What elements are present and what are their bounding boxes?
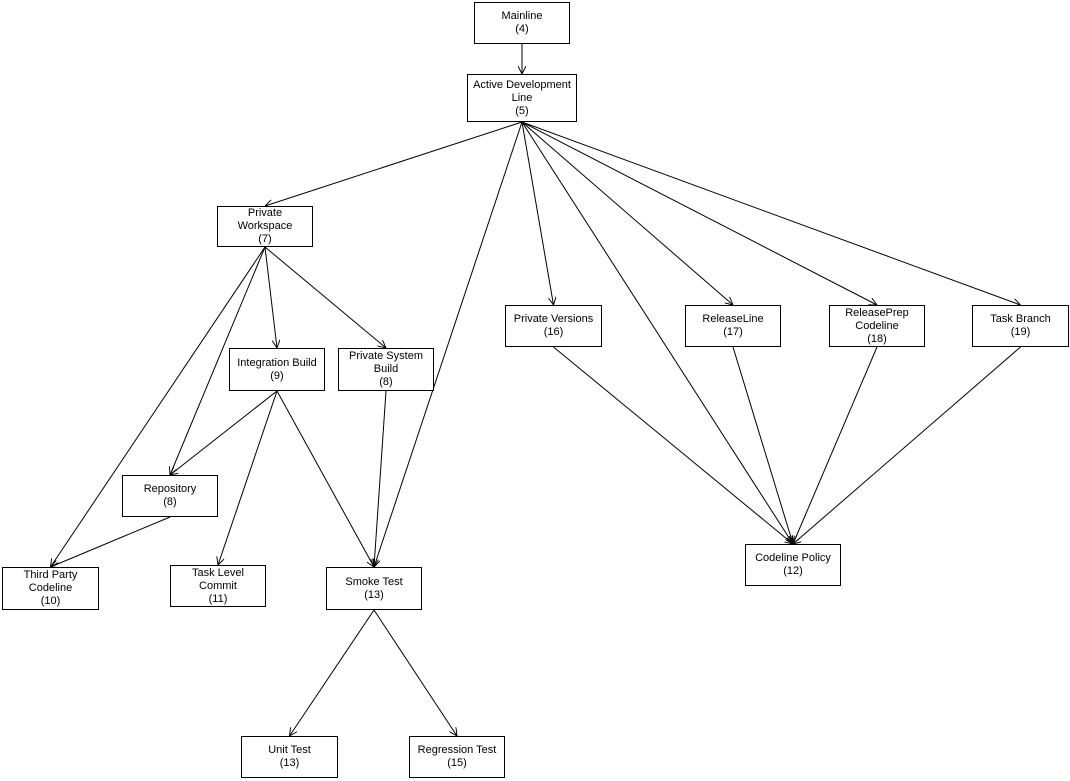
edge-private-workspace-to-repository xyxy=(170,246,266,475)
node-number: (13) xyxy=(279,757,300,769)
edge-active-dev-to-private-versions xyxy=(521,121,554,305)
node-number: (8) xyxy=(163,496,177,508)
node-releaseline: ReleaseLine(17) xyxy=(685,305,781,347)
node-label: Smoke Test xyxy=(345,575,403,588)
edge-private-workspace-to-private-system-build xyxy=(264,246,386,348)
node-number: (15) xyxy=(447,757,467,769)
node-label: Codeline Policy xyxy=(755,552,831,564)
edge-releaseline-to-codeline-policy xyxy=(732,346,793,544)
node-label: ReleasePrep Codeline xyxy=(845,306,909,332)
node-text: Private Versions(16) xyxy=(514,313,593,339)
edge-smoke-test-to-regression-test xyxy=(373,609,457,736)
node-private-system-build: Private System Build(8) xyxy=(338,348,434,391)
node-text: Unit Test(13) xyxy=(268,744,311,770)
edge-active-dev-to-releaseprep xyxy=(521,121,877,305)
node-text: Private System Build(8) xyxy=(349,350,423,389)
node-number: (10) xyxy=(40,595,61,607)
edge-active-dev-to-releaseline xyxy=(521,121,733,305)
node-number: (12) xyxy=(783,565,803,577)
edge-active-dev-to-smoke-test xyxy=(374,121,523,567)
node-number: (16) xyxy=(543,326,564,338)
node-active-dev: Active Development Line(5) xyxy=(467,74,577,122)
edge-group xyxy=(51,44,1021,736)
node-label: Task Branch xyxy=(990,313,1051,325)
node-releaseprep: ReleasePrep Codeline(18) xyxy=(829,305,925,347)
node-task-level-commit: Task Level Commit(11) xyxy=(170,565,266,607)
node-regression-test: Regression Test(15) xyxy=(409,736,505,778)
edge-smoke-test-to-unit-test xyxy=(290,609,375,736)
node-text: Repository(8) xyxy=(144,483,197,509)
node-unit-test: Unit Test(13) xyxy=(241,736,338,778)
edge-integration-build-to-task-level-commit xyxy=(218,390,278,565)
node-number: (9) xyxy=(270,369,284,382)
node-label: ReleaseLine xyxy=(702,313,764,325)
node-number: (18) xyxy=(867,332,887,345)
node-smoke-test: Smoke Test(13) xyxy=(326,567,422,610)
node-private-versions: Private Versions(16) xyxy=(505,305,602,347)
node-label: Repository xyxy=(143,483,197,495)
node-text: ReleaseLine(17) xyxy=(702,313,763,339)
node-label: Private System Build xyxy=(349,350,423,375)
node-label: Regression Test xyxy=(417,744,497,756)
node-text: Task Level Commit(11) xyxy=(192,567,244,606)
node-number: (13) xyxy=(364,588,384,601)
edge-active-dev-to-private-workspace xyxy=(265,121,523,206)
node-third-party: Third Party Codeline(10) xyxy=(2,567,99,610)
edge-releaseprep-to-codeline-policy xyxy=(793,346,878,544)
edge-integration-build-to-smoke-test xyxy=(276,390,374,567)
node-label: Integration Build xyxy=(237,356,317,369)
edge-private-system-build-to-smoke-test xyxy=(374,390,387,567)
edge-integration-build-to-repository xyxy=(170,390,278,475)
node-text: ReleasePrep Codeline(18) xyxy=(845,307,909,346)
node-number: (17) xyxy=(723,326,743,338)
node-integration-build: Integration Build(9) xyxy=(229,348,325,391)
edge-task-branch-to-codeline-policy xyxy=(793,346,1021,544)
node-text: Active Development Line(5) xyxy=(473,79,571,118)
node-codeline-policy: Codeline Policy(12) xyxy=(745,544,841,586)
node-number: (8) xyxy=(379,376,393,388)
node-text: Smoke Test(13) xyxy=(345,576,402,602)
node-text: Integration Build(9) xyxy=(237,357,317,383)
edge-private-workspace-to-third-party xyxy=(51,246,266,567)
node-label: Unit Test xyxy=(268,744,311,756)
node-mainline: Mainline(4) xyxy=(474,2,570,44)
edge-active-dev-to-task-branch xyxy=(521,121,1021,305)
node-text: Mainline(4) xyxy=(502,10,543,36)
node-text: Regression Test(15) xyxy=(418,744,497,770)
node-label: Private Versions xyxy=(513,313,594,325)
node-number: (5) xyxy=(515,104,529,117)
node-label: Task Level Commit xyxy=(192,566,244,592)
edge-active-dev-to-codeline-policy xyxy=(521,121,793,544)
node-text: Third Party Codeline(10) xyxy=(24,569,78,608)
node-task-branch: Task Branch(19) xyxy=(972,305,1069,347)
node-number: (4) xyxy=(515,23,529,35)
node-label: Third Party Codeline xyxy=(23,569,78,594)
node-number: (11) xyxy=(208,592,228,605)
node-label: Private Workspace xyxy=(237,207,293,232)
edge-private-workspace-to-integration-build xyxy=(264,246,277,348)
node-text: Task Branch(19) xyxy=(990,313,1051,339)
node-private-workspace: Private Workspace(7) xyxy=(217,206,313,247)
node-text: Private Workspace(7) xyxy=(238,207,293,246)
node-number: (7) xyxy=(258,233,272,245)
edge-repository-to-third-party xyxy=(51,516,171,567)
node-number: (19) xyxy=(1010,326,1031,338)
node-label: Mainline xyxy=(501,10,543,22)
edge-private-versions-to-codeline-policy xyxy=(553,346,794,544)
node-label: Active Development Line xyxy=(473,78,571,104)
node-repository: Repository(8) xyxy=(122,475,218,517)
node-text: Codeline Policy(12) xyxy=(755,552,831,578)
